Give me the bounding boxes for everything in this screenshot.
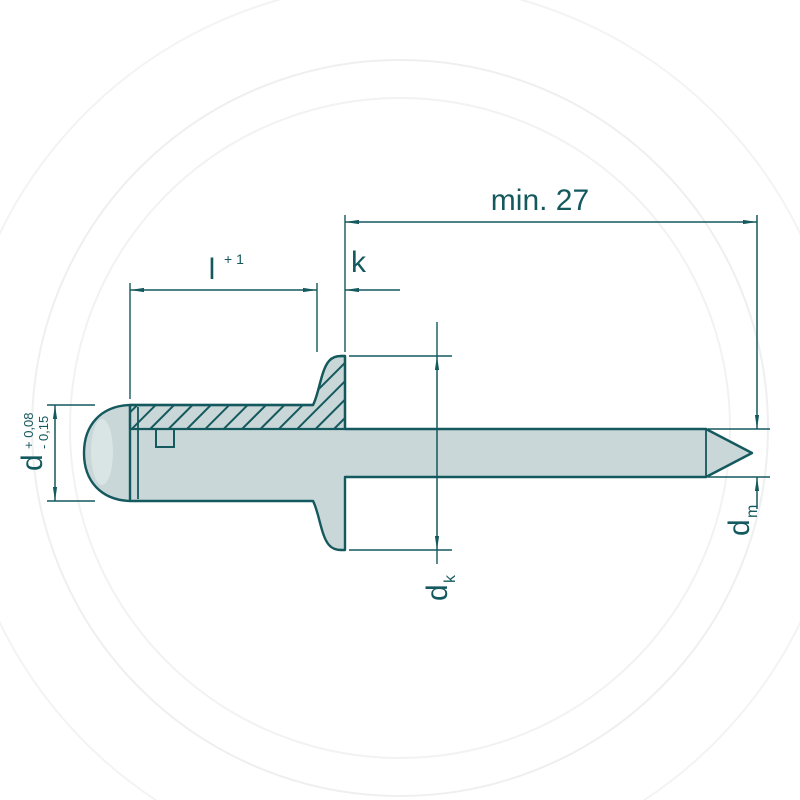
label-mandrel-diameter: d m: [723, 505, 761, 536]
watermark-circle-outer: [31, 59, 769, 797]
label-head-diameter-letter: d: [421, 584, 454, 601]
mandrel-notch: [155, 429, 175, 448]
label-body-length: l: [209, 253, 216, 286]
label-head-thickness: k: [351, 246, 367, 279]
rivet-silhouette: [82, 354, 754, 552]
label-body-diameter-tol-plus: + 0,08: [21, 412, 36, 449]
sleeve-section-hatch: [128, 354, 347, 431]
label-head-diameter-subscript: k: [442, 574, 459, 583]
label-body-diameter-tol-minus: - 0,15: [36, 416, 51, 449]
label-body-diameter-letter: d: [16, 454, 49, 471]
label-body-diameter: d + 0,08 - 0,15: [16, 412, 51, 471]
label-mandrel-length: min. 27: [491, 184, 589, 217]
dimensioning: min. 27 l + 1 k d + 0,08 - 0,15 d k d m: [16, 184, 770, 601]
watermark-circle-inner: [69, 97, 731, 759]
label-mandrel-diameter-subscript: m: [744, 505, 761, 518]
label-body-length-tolerance: + 1: [224, 251, 244, 267]
label-mandrel-diameter-letter: d: [723, 519, 756, 536]
rivet: [82, 354, 754, 552]
dome-highlight: [91, 419, 113, 485]
label-head-diameter: d k: [421, 574, 459, 601]
